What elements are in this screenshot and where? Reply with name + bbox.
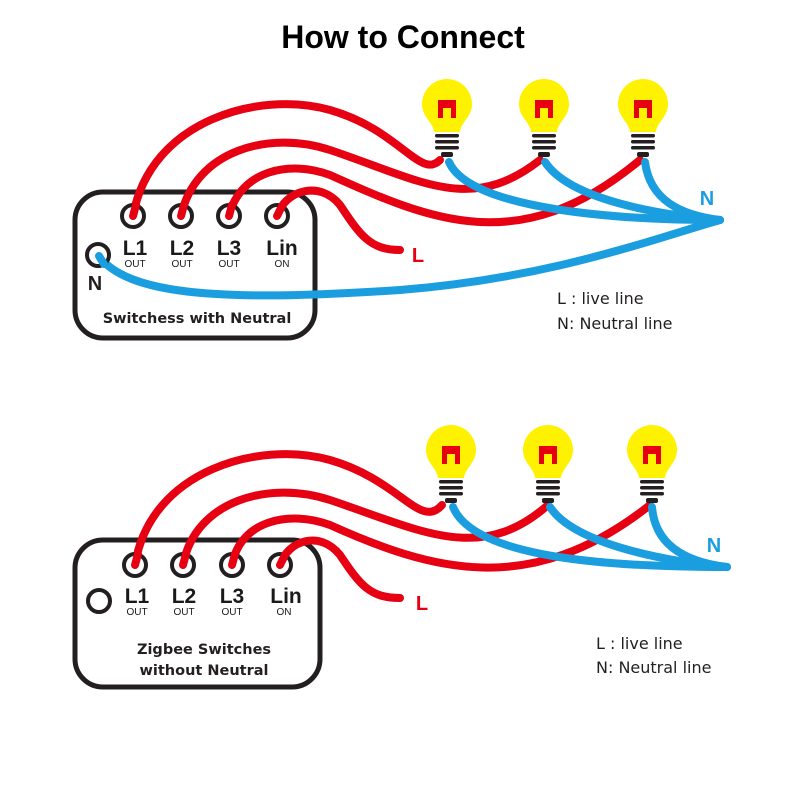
bulb-base-ring: [435, 134, 459, 138]
wire-end: [95, 252, 108, 268]
bulb-1: [426, 425, 476, 503]
wire-end: [276, 551, 289, 569]
switch-box-label-line-2: without Neutral: [139, 663, 268, 679]
bulb-base-ring: [631, 146, 655, 150]
switch-box-label-line-1: Zigbee Switches: [137, 642, 271, 658]
bulb-base-ring: [640, 480, 664, 484]
diagram-without-neutral: L1 OUT L2 OUT L3 OUT Lin ON Zigbee Switc…: [72, 425, 731, 690]
bulb-row: [422, 79, 668, 157]
bulb-filament-icon: [643, 446, 661, 464]
terminal-lin-sub: ON: [275, 259, 290, 270]
bulb-filament-icon: [438, 100, 456, 118]
bulb-base-ring: [536, 480, 560, 484]
terminal-lin-sub: ON: [277, 607, 292, 618]
diagram-with-neutral: L1 OUT L2 OUT L3 OUT Lin ON N Switchess …: [72, 79, 724, 341]
terminal-l2-label: L2: [172, 585, 197, 608]
bulb-base-ring: [631, 134, 655, 138]
wire-end: [225, 201, 236, 220]
live-input-wire: [273, 186, 404, 254]
neutral-wire-bulb-3: [648, 503, 731, 571]
wire-end: [179, 550, 190, 569]
bulb-base-ring: [640, 486, 664, 490]
bulb-base-ring: [532, 134, 556, 138]
live-wire-l1: [129, 100, 444, 220]
bulb-base-ring: [439, 486, 463, 490]
live-input-label: L: [416, 593, 428, 615]
bulb-base-ring: [439, 492, 463, 496]
bulb-2: [519, 79, 569, 157]
bulb-base-ring: [435, 140, 459, 144]
bulb-contact: [646, 498, 658, 503]
live-wire-l1: [131, 450, 446, 569]
page-title: How to Connect: [281, 19, 525, 55]
terminal-l1-sub: OUT: [126, 607, 147, 618]
terminal-n-label: N: [88, 273, 102, 295]
terminal-l2-sub: OUT: [173, 607, 194, 618]
legend-neutral: N: Neutral line: [557, 314, 672, 333]
terminal-unused: [86, 588, 112, 614]
bulb-base-ring: [532, 146, 556, 150]
terminal-l2-sub: OUT: [171, 259, 192, 270]
bulb-base-ring: [439, 480, 463, 484]
wire-end: [177, 201, 188, 220]
bulb-2: [523, 425, 573, 503]
bulb-contact: [637, 152, 649, 157]
bulb-base-ring: [536, 492, 560, 496]
bulb-filament-icon: [634, 100, 652, 118]
bulb-contact: [445, 498, 457, 503]
bulb-base-ring: [435, 146, 459, 150]
bulb-row: [426, 425, 677, 503]
bulb-base-ring: [536, 486, 560, 490]
wire-end: [273, 202, 286, 220]
terminal-lin-label: Lin: [270, 585, 302, 608]
bulb-3: [618, 79, 668, 157]
bulb-filament-icon: [539, 446, 557, 464]
bulb-filament-icon: [442, 446, 460, 464]
terminal-lin-label: Lin: [266, 237, 298, 260]
neutral-bus-label: N: [700, 188, 714, 210]
bulb-contact: [542, 498, 554, 503]
switch-box-label: Switchess with Neutral: [103, 311, 292, 327]
wire-end: [228, 550, 239, 569]
terminal-l3-label: L3: [220, 585, 245, 608]
terminal-l3-sub: OUT: [221, 607, 242, 618]
terminal-l2-label: L2: [170, 237, 195, 260]
bulb-base-ring: [640, 492, 664, 496]
legend-live: L : live line: [596, 634, 683, 653]
bulb-base-ring: [631, 140, 655, 144]
terminal-l3-label: L3: [217, 237, 242, 260]
legend-live: L : live line: [557, 289, 644, 308]
bulb-3: [627, 425, 677, 503]
bulb-base-ring: [532, 140, 556, 144]
legend-neutral: N: Neutral line: [596, 658, 711, 677]
bulb-contact: [538, 152, 550, 157]
live-input-label: L: [412, 245, 424, 267]
wire-end: [131, 550, 142, 569]
live-input-wire: [276, 536, 404, 602]
terminal-l1-label: L1: [125, 585, 150, 608]
terminal-l1-label: L1: [123, 237, 148, 260]
bulb-contact: [441, 152, 453, 157]
neutral-wire-bulb-1: [449, 503, 731, 571]
terminal-l3-sub: OUT: [218, 259, 239, 270]
neutral-bus-label: N: [707, 535, 721, 557]
bulb-filament-icon: [535, 100, 553, 118]
bulb-1: [422, 79, 472, 157]
wire-end: [129, 201, 140, 220]
neutral-wire-bulb-3: [641, 158, 724, 224]
terminal-l1-sub: OUT: [124, 259, 145, 270]
neutral-wire-from-switch: [95, 216, 724, 300]
